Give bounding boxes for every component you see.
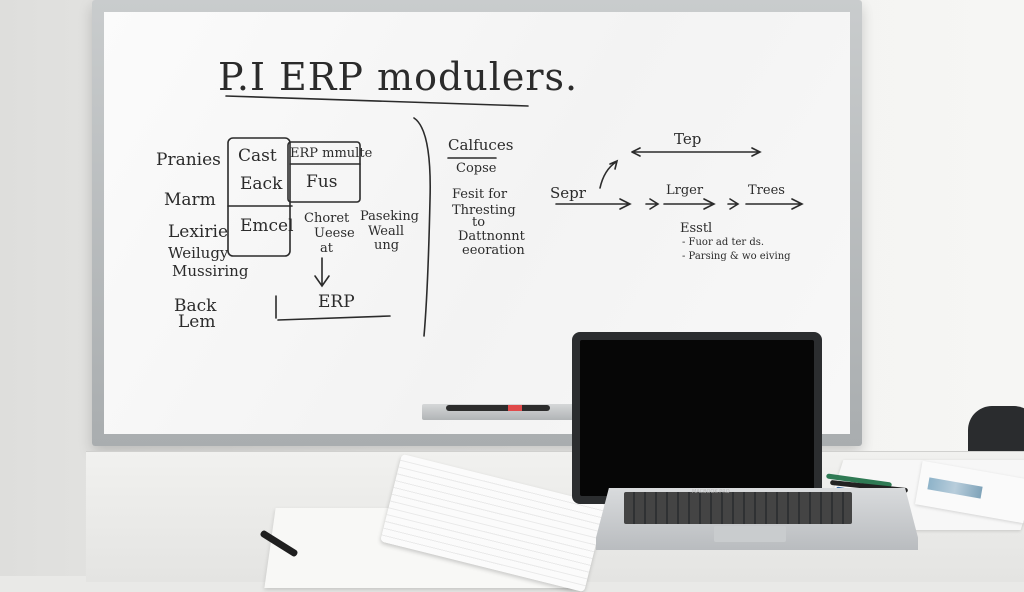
notes-heading: Esstl	[680, 221, 713, 236]
flow-arrow-3	[663, 198, 716, 210]
left-label: Lexirie	[168, 222, 228, 242]
laptop-screen	[580, 340, 814, 496]
left-label: Pranies	[156, 150, 221, 170]
flow-top-label: Tep	[674, 130, 702, 148]
grid-cell: Choret	[304, 211, 350, 226]
curved-arrow	[599, 159, 619, 189]
title-underline	[225, 95, 529, 107]
grid-cell: Fus	[306, 172, 338, 192]
flow-arrow-4	[727, 198, 740, 210]
marker-cap	[508, 405, 522, 411]
grid-cell: Cast	[238, 146, 277, 166]
erp-label: ERP	[318, 292, 355, 312]
laptop-trackpad	[714, 526, 786, 542]
flow-arrow-2	[645, 198, 660, 210]
flow-middle-label: Lrger	[666, 183, 704, 198]
flow-start-label: Sepr	[550, 184, 586, 202]
middle-column-text: Dattnonnt	[458, 229, 525, 244]
left-label: Back	[174, 296, 217, 316]
left-label: Marm	[164, 190, 216, 210]
grid-cell: Ueese	[314, 226, 355, 241]
middle-column-text: Fesit for	[452, 187, 508, 202]
left-label: Weilugy	[168, 244, 229, 262]
flow-arrow-1	[555, 198, 632, 210]
whiteboard-ink-strokes	[225, 95, 804, 337]
curly-brace	[413, 117, 431, 337]
whiteboard-title: P.I ERP modulers.	[218, 55, 579, 99]
middle-column-text: eeoration	[462, 243, 525, 258]
middle-column-text: Thresting	[452, 203, 516, 218]
left-label: Lem	[178, 312, 216, 332]
grid-cell: at	[320, 241, 333, 256]
flow-end-label: Trees	[748, 183, 785, 198]
middle-column-text: Calfuces	[448, 136, 514, 154]
grid-cell: ung	[374, 238, 400, 253]
grid-cell: ERP mmulte	[290, 146, 373, 161]
marker	[446, 405, 550, 411]
laptop-brand: MACBOOK PRO	[692, 489, 730, 495]
module-grid-box	[287, 141, 361, 203]
middle-column-text: Copse	[456, 161, 497, 176]
erp-bracket	[275, 295, 391, 321]
top-arrow	[631, 147, 762, 157]
middle-column-text: to	[472, 215, 486, 230]
grid-cell: Eack	[240, 174, 283, 194]
laptop-keyboard	[624, 492, 852, 524]
grid-cell: Paseking	[360, 209, 420, 224]
notes-line: - Fuor ad ter ds.	[682, 237, 765, 248]
module-grid-box	[227, 137, 291, 257]
flow-arrow-5	[745, 198, 804, 210]
grid-cell: Emcel	[240, 216, 294, 236]
grid-cell: Weall	[368, 224, 405, 239]
left-label: Mussiring	[172, 262, 249, 280]
down-arrow	[314, 257, 330, 288]
notes-line: - Parsing & wo eiving	[682, 251, 791, 262]
